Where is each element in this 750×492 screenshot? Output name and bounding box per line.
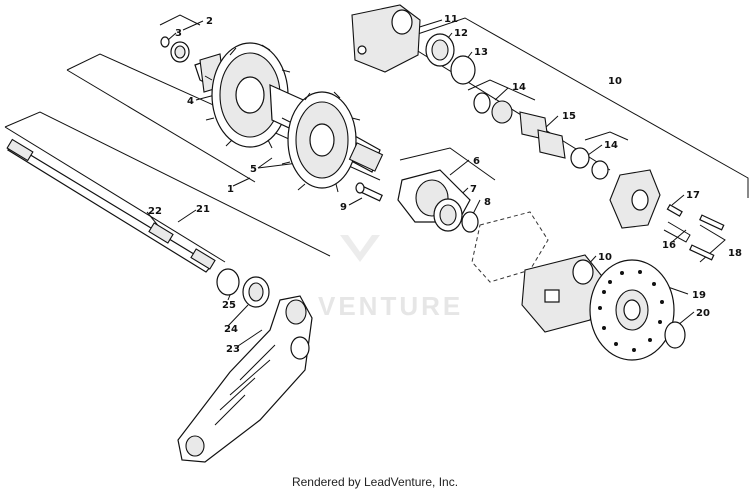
- part-oring-25: [216, 268, 240, 296]
- drive-sprocket-outer: [204, 42, 293, 149]
- part-snap-ring-20: [664, 321, 686, 349]
- callout-24: 24: [224, 324, 238, 335]
- callout-22: 22: [148, 206, 162, 217]
- part-pin-17: [666, 203, 683, 217]
- callout-7: 7: [470, 184, 477, 195]
- drive-sprocket-inner: [281, 91, 363, 193]
- part-bearing-small: [170, 41, 190, 63]
- callout-10-lower: 10: [598, 252, 612, 263]
- part-bearing-12: [425, 33, 455, 67]
- part-seal-7: [433, 198, 463, 232]
- callout-8: 8: [484, 197, 491, 208]
- part-jackshaft-21: [6, 138, 216, 273]
- callout-9: 9: [340, 202, 347, 213]
- part-bearing-24: [242, 276, 270, 308]
- callout-20: 20: [696, 308, 710, 319]
- render-credit: Rendered by LeadVenture, Inc.: [292, 475, 458, 489]
- callout-3: 3: [175, 28, 182, 39]
- part-brake-pads-15: [519, 111, 566, 159]
- callout-23: 23: [226, 344, 240, 355]
- callout-16: 16: [662, 240, 676, 251]
- callout-11: 11: [444, 14, 458, 25]
- parts: [6, 4, 725, 463]
- part-seal-rings-14: [473, 92, 609, 180]
- part-arm-bracket-23: [177, 295, 313, 463]
- part-caliper-lower: [521, 254, 606, 333]
- part-caliper-housing-top: [351, 4, 421, 73]
- callout-12: 12: [454, 28, 468, 39]
- part-snap-ring-small: [160, 36, 170, 48]
- watermark: VENTURE: [318, 235, 463, 321]
- callout-25: 25: [222, 300, 236, 311]
- part-drive-shaft-assembly: [194, 42, 384, 193]
- callout-4: 4: [187, 96, 194, 107]
- part-oring-13: [450, 55, 476, 85]
- callout-19: 19: [692, 290, 706, 301]
- callout-15: 15: [562, 111, 576, 122]
- part-ring-8: [461, 211, 479, 233]
- part-brake-disc-19: [589, 259, 675, 361]
- callout-14-lower: 14: [604, 140, 618, 151]
- callout-17: 17: [686, 190, 700, 201]
- callout-6: 6: [473, 156, 480, 167]
- callout-2: 2: [206, 16, 213, 27]
- callout-13: 13: [474, 47, 488, 58]
- part-spring-clip-16: [663, 221, 691, 243]
- part-bolt-9: [355, 182, 383, 202]
- callout-14-top: 14: [512, 82, 526, 93]
- watermark-text: VENTURE: [318, 291, 463, 321]
- callout-18: 18: [728, 248, 742, 259]
- callout-1: 1: [227, 184, 234, 195]
- callout-10-top: 10: [608, 76, 622, 87]
- part-caliper-right: [609, 169, 661, 229]
- callouts: 2 3 4 5 1 6 7 8 9 10 10 11 12 13 14 14 1…: [148, 14, 742, 355]
- part-bolts-18: [689, 214, 725, 261]
- callout-5: 5: [250, 164, 257, 175]
- callout-21: 21: [196, 204, 210, 215]
